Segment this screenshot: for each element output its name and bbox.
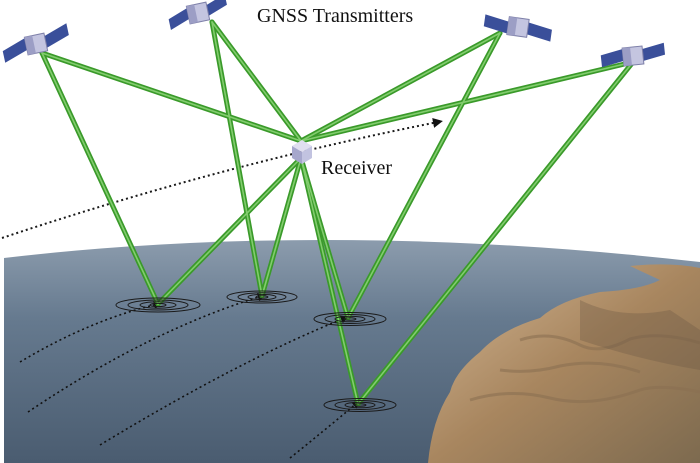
receiver-satellite-icon: [292, 140, 312, 164]
specular-point-tracks: [19, 293, 361, 459]
transmitters-label: GNSS Transmitters: [257, 5, 413, 27]
reflection-ripple-icon: [115, 297, 201, 313]
receiver-label: Receiver: [321, 157, 392, 179]
specular-track-2: [27, 293, 266, 413]
coastline-land: [428, 264, 700, 463]
satellite-icon: [2, 23, 69, 63]
land-shadow: [580, 300, 700, 370]
reflection-ripple-icon: [323, 398, 397, 412]
reflection-points: [115, 290, 397, 412]
specular-track-3: [99, 315, 349, 446]
land-detail: [469, 334, 700, 404]
satellite-icon: [483, 14, 552, 42]
reflection-ripple-icon: [226, 290, 298, 304]
gnss-transmitters: [2, 0, 666, 68]
receiver-trajectory: [1, 118, 443, 239]
earth-surface: [4, 239, 700, 463]
signal-paths: [39, 19, 636, 407]
reflection-ripple-icon: [313, 312, 387, 326]
satellite-icon: [600, 42, 666, 68]
satellite-icon: [168, 0, 227, 30]
